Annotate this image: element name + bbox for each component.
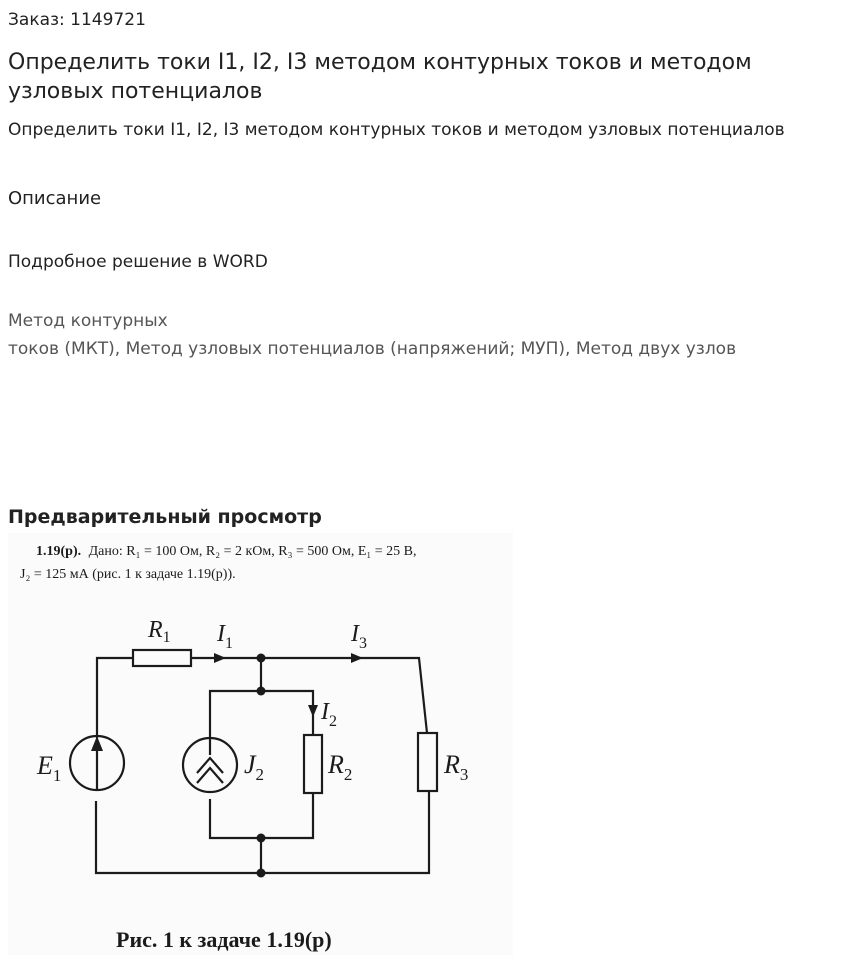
method-tags-line-1: Метод контурных: [8, 311, 168, 331]
description-detail: Подробное решение в WORD: [8, 252, 268, 272]
method-tags-line-2: токов (МКТ), Метод узловых потенциалов (…: [8, 339, 737, 359]
arrow-i1: [214, 653, 226, 663]
label-i2: I2: [320, 699, 337, 730]
given-line-2: J₂ = 125 мА (рис. 1 к задаче 1.19(р)).: [20, 567, 236, 582]
label-i1: I1: [216, 621, 233, 652]
circuit-diagram: 1.19(р). Дано: R₁ = 100 Ом, R₂ = 2 кОм, …: [20, 544, 468, 952]
order-number: Заказ: 1149721: [8, 10, 146, 30]
preview-heading: Предварительный просмотр: [8, 506, 322, 528]
label-r3: R3: [443, 750, 468, 784]
voltage-source-e1: [68, 734, 126, 792]
label-j2: J2: [244, 750, 264, 784]
resistor-r2: [302, 733, 324, 795]
product-subtitle: Определить токи I1, I2, I3 методом конту…: [8, 120, 785, 140]
problem-number: 1.19(р).: [36, 544, 81, 559]
label-i3: I3: [350, 621, 367, 652]
arrow-i3: [351, 653, 363, 663]
svg-text:1.19(р). Дано: R₁ = 100: 1.19(р). Дано: R₁ = 100 Ом, R₂ = 2 кОм, …: [36, 544, 417, 559]
description-heading: Описание: [8, 188, 102, 209]
product-title: Определить токи I1, I2, I3 методом конту…: [8, 50, 752, 104]
resistor-r1: [131, 648, 193, 668]
resistor-r3: [416, 731, 439, 793]
preview-image: 1.19(р). Дано: R₁ = 100 Ом, R₂ = 2 кОм, …: [8, 533, 513, 955]
method-tags: Метод контурных токов (МКТ), Метод узлов…: [8, 307, 843, 363]
circuit-nodes: [256, 653, 266, 878]
label-r1: R1: [147, 617, 171, 646]
current-source-j2: [181, 736, 239, 794]
arrow-i2: [308, 705, 318, 717]
given-line-1: Дано: R₁ = 100 Ом, R₂ = 2 кОм, R₃ = 500 …: [89, 544, 417, 559]
label-e1: E1: [36, 751, 61, 785]
label-r2: R2: [327, 750, 352, 784]
figure-caption: Рис. 1 к задаче 1.19(р): [116, 927, 332, 952]
